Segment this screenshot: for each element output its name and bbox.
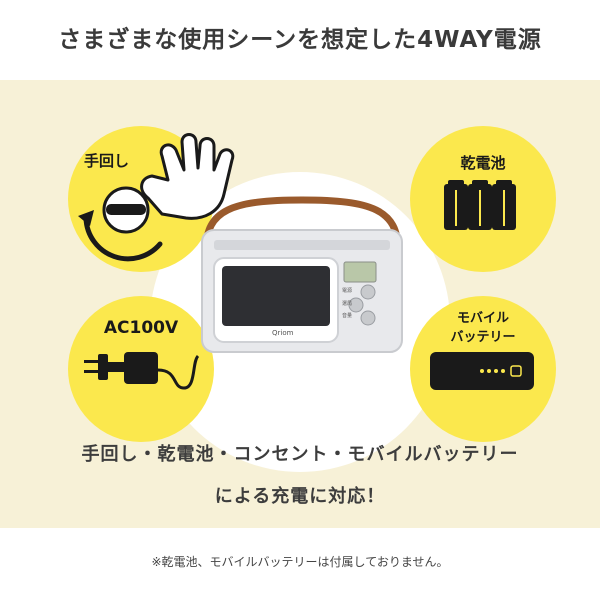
ac-adapter-icon xyxy=(84,352,200,390)
feature-panel: 手回し 乾電池 xyxy=(0,80,600,528)
badge-ac-label: AC100V xyxy=(103,318,179,338)
badge-mobile-battery: モバイル バッテリー xyxy=(410,296,556,442)
caption-line-2: による充電に対応！ xyxy=(214,486,386,507)
caption-line-1: 手回し・乾電池・コンセント・モバイルバッテリー xyxy=(81,444,519,465)
badge-mobile-label-2: バッテリー xyxy=(450,330,516,345)
pointing-hand-icon xyxy=(140,133,235,220)
radio-button-label-top: 電源 xyxy=(342,288,353,294)
radio-button-label-mid: 選局 xyxy=(342,301,353,307)
badge-battery-label: 乾電池 xyxy=(460,154,506,172)
mobile-battery-icon xyxy=(430,352,534,390)
badge-battery: 乾電池 xyxy=(410,126,556,272)
badge-hand-crank-label: 手回し xyxy=(84,152,130,170)
badge-mobile-label-1: モバイル xyxy=(456,311,509,326)
hand-crank-icon xyxy=(78,186,163,262)
battery-icon xyxy=(444,180,516,230)
badge-ac: AC100V xyxy=(68,296,214,442)
radio-button-label-bottom: 音量 xyxy=(342,313,353,319)
footnote: ※乾電池、モバイルバッテリーは付属しておりません。 xyxy=(151,555,449,569)
radio-illustration xyxy=(201,196,403,353)
radio-brand: Qriom xyxy=(272,329,294,337)
page-title: さまざまな使用シーンを想定した4WAY電源 xyxy=(58,27,542,53)
